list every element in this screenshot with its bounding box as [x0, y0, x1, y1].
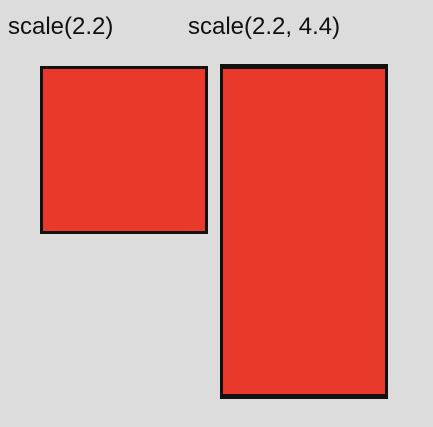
- uniform-scaled-square: [40, 66, 208, 234]
- nonuniform-scaled-square: [220, 64, 388, 399]
- uniform-scale-label: scale(2.2): [8, 13, 114, 40]
- nonuniform-scale-label: scale(2.2, 4.4): [188, 13, 341, 40]
